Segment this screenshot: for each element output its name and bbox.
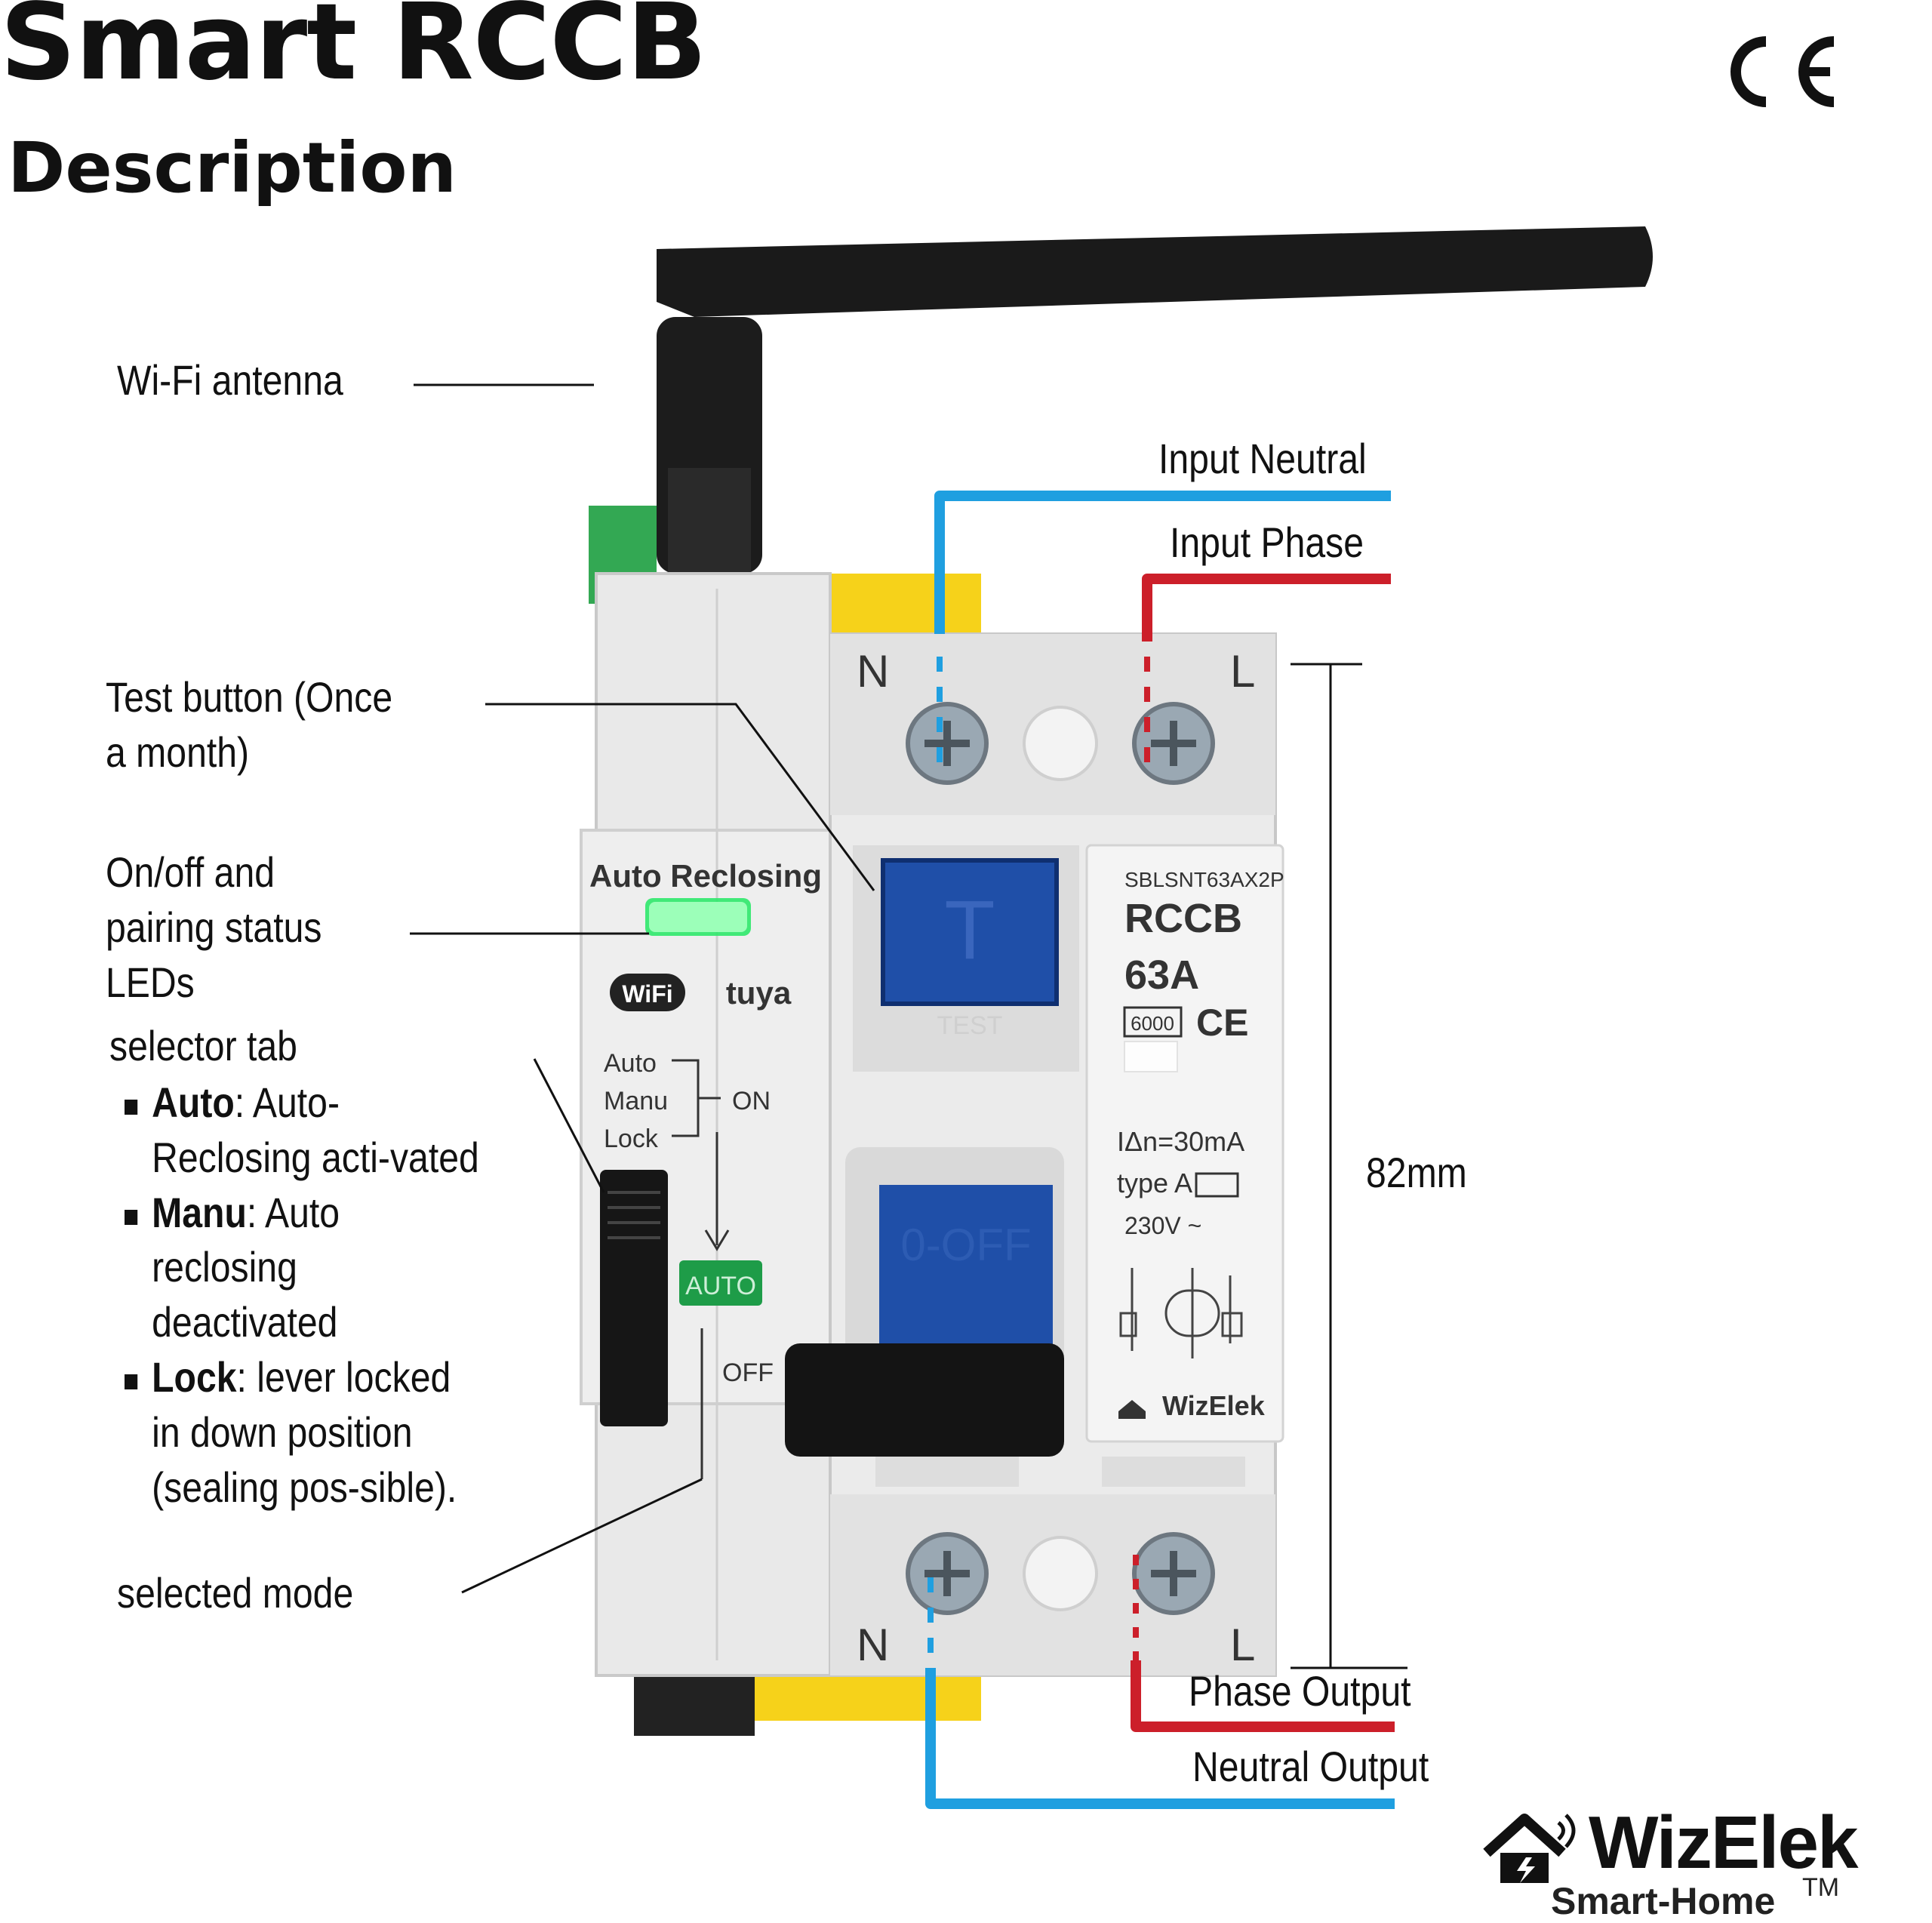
main-lever	[879, 1185, 1053, 1366]
brand-name: WizElek	[1589, 1801, 1858, 1884]
brand-small-label: WizElek	[1162, 1390, 1266, 1421]
rcd-type: type A	[1117, 1168, 1192, 1198]
tuya-label: tuya	[726, 975, 792, 1011]
brand-tagline: Smart-Home	[1551, 1880, 1776, 1922]
leds-callout: On/off and pairing status LEDs	[106, 848, 322, 1006]
residual-current: IΔn=30mA	[1117, 1126, 1244, 1157]
page-subtitle: Description	[8, 128, 457, 208]
ce-mark-icon	[1730, 36, 1835, 107]
terminal-label-top-l: L	[1230, 646, 1255, 697]
mode-auto-item: Auto: Auto-Reclosing acti-vated	[125, 1075, 488, 1186]
page-title: Smart RCCB	[0, 0, 707, 104]
wire-input-phase	[1142, 574, 1391, 642]
selected-mode-callout: selected mode	[117, 1569, 354, 1617]
rating: 63A	[1124, 952, 1199, 998]
dimension-line	[1291, 663, 1407, 1669]
rccb-body	[785, 632, 1284, 1677]
mode-manu-item: Manu: Auto reclosing deactivated	[125, 1186, 488, 1350]
test-key-label: T	[944, 884, 995, 977]
selector-option-auto: Auto	[604, 1049, 657, 1078]
test-button	[881, 858, 1059, 1006]
brand-trademark: TM	[1802, 1873, 1840, 1902]
terminal-screw-top-n	[906, 702, 989, 785]
type-name: RCCB	[1124, 896, 1242, 941]
home-icon	[1118, 1400, 1146, 1419]
device-ce-mark: CE	[1196, 1001, 1248, 1044]
terminal-label-top-n: N	[857, 646, 889, 697]
wifi-antenna-icon	[589, 226, 1653, 604]
test-button-callout: Test button (Once a month)	[106, 673, 393, 776]
on-label: ON	[732, 1087, 771, 1115]
test-caption: TEST	[937, 1011, 1003, 1040]
smart-module	[580, 572, 839, 1677]
input-phase-label: Input Phase	[1170, 518, 1364, 566]
voltage: 230V ~	[1124, 1212, 1201, 1239]
terminal-screw-top-l	[1132, 702, 1215, 785]
selector-option-manu: Manu	[604, 1087, 668, 1115]
selector-option-lock: Lock	[604, 1125, 659, 1153]
selector-title: selector tab	[109, 1022, 297, 1069]
mode-lock-item: Lock: lever locked in down position (sea…	[125, 1350, 488, 1515]
dimension-label: 82mm	[1366, 1149, 1467, 1196]
auto-indicator	[679, 1260, 762, 1306]
terminal-label-bottom-n: N	[857, 1620, 889, 1670]
auto-indicator-label: AUTO	[685, 1272, 756, 1300]
selector-mode-list: Auto: Auto-Reclosing acti-vated Manu: Au…	[125, 1075, 488, 1515]
model-number: SBLSNT63AX2P	[1124, 868, 1284, 891]
phase-output-label: Phase Output	[1189, 1667, 1411, 1715]
antenna-callout: Wi-Fi antenna	[117, 356, 343, 404]
off-label: OFF	[722, 1358, 774, 1387]
breaking-capacity: 6000	[1131, 1012, 1174, 1035]
callout-lines	[410, 383, 875, 1594]
neutral-output-label: Neutral Output	[1192, 1743, 1429, 1790]
lever-label: 0-OFF	[900, 1220, 1031, 1270]
input-neutral-label: Input Neutral	[1158, 435, 1367, 482]
circuit-schematic	[1119, 1268, 1243, 1358]
wire-neutral-output	[925, 1668, 1395, 1809]
terminal-label-bottom-l: L	[1230, 1620, 1255, 1670]
terminal-screw-bottom-n	[906, 1532, 989, 1615]
terminal-screw-bottom-l	[1132, 1532, 1215, 1615]
selector-tab	[600, 1170, 668, 1426]
wizelek-logo-icon	[1483, 1814, 1576, 1883]
svg-text:WiFi: WiFi	[622, 980, 672, 1008]
wifi-badge-icon: WiFi	[610, 974, 685, 1011]
module-header-label: Auto Reclosing	[589, 858, 822, 894]
wire-phase-output	[1131, 1660, 1395, 1732]
wire-input-neutral	[934, 491, 1391, 634]
